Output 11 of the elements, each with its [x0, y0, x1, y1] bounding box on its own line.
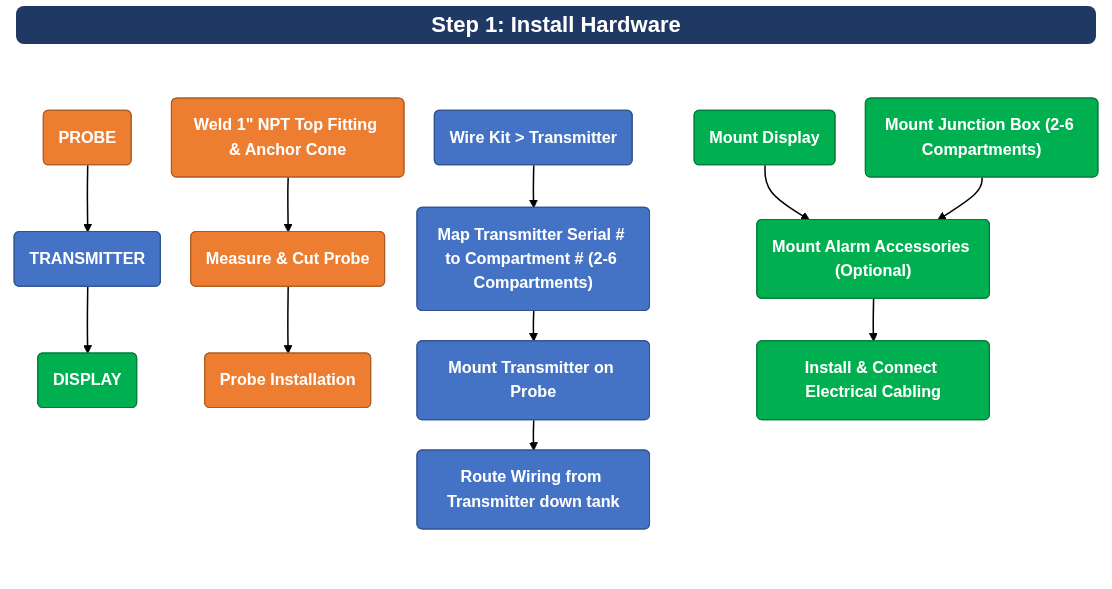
arrow	[83, 285, 93, 354]
arrow	[283, 285, 293, 354]
arrow	[937, 176, 983, 221]
arrow	[283, 176, 293, 233]
arrow	[529, 164, 538, 209]
arrow	[764, 164, 810, 221]
arrow	[529, 310, 538, 342]
arrow	[868, 298, 878, 342]
arrow	[83, 164, 93, 233]
title-banner: Step 1: Install Hardware	[16, 6, 1096, 44]
arrow	[529, 419, 538, 451]
